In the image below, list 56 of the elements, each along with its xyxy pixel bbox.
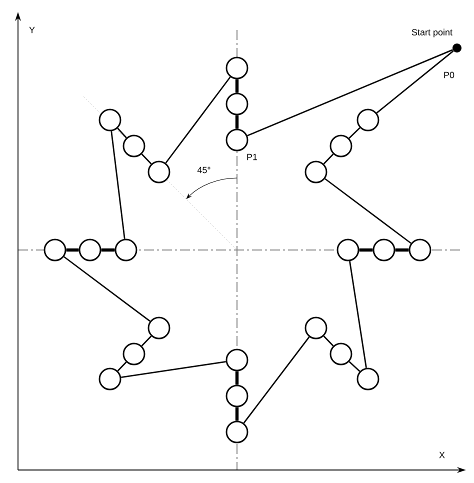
point-circle [372,238,396,262]
point-circle [336,238,360,262]
point-circle [304,160,328,184]
path-line [359,248,373,252]
point-label: P1 [247,154,258,160]
path-line [64,256,150,322]
path-line [243,336,310,424]
path-line [66,248,79,252]
path-line [348,127,360,139]
path-line [141,154,152,164]
point-circle [226,92,248,116]
point-label: P0 [444,72,454,78]
point-circle [226,56,248,80]
point-circle [226,348,248,372]
path-line [247,49,453,136]
path-line [324,178,412,244]
point-circle [114,238,138,262]
path-line [141,336,152,346]
point-label: Start point [412,28,452,38]
path-line [349,261,367,368]
point-circle [408,238,432,262]
axis-label: Y [29,26,35,34]
path-line [376,50,454,114]
point-circle [304,316,328,340]
point-circle [226,420,248,444]
start-point [452,44,462,52]
point-circle [44,238,66,262]
point-circle [330,134,352,158]
point-circle [226,384,248,408]
path-line [117,128,127,138]
point-circle [226,128,248,152]
path-line [395,248,409,252]
path-line [323,154,334,164]
path-line [235,115,239,129]
path-line [323,336,334,346]
path-line [110,131,126,239]
path-line [165,76,231,164]
point-circle [98,368,122,390]
point-circle [148,316,170,340]
point-circle [330,342,352,366]
path-line [235,79,239,93]
path-line [235,407,239,421]
point-circle [148,160,170,184]
point-circle [98,108,122,132]
path-line [235,371,239,385]
angle-label: 45° [197,166,210,174]
path-line [101,248,115,252]
path-line [348,361,360,372]
path-line [121,360,226,378]
point-circle [356,368,380,390]
axis-label: X [439,452,445,458]
point-circle [78,238,102,262]
path-line [117,362,127,372]
point-circle [122,134,146,158]
point-circle [356,108,380,132]
point-circle [122,342,146,366]
